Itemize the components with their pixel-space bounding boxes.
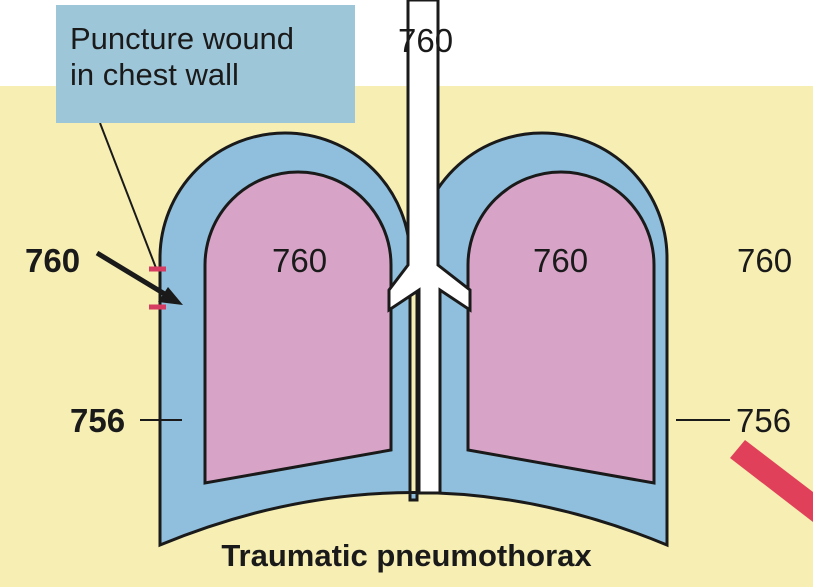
right-lung — [468, 172, 654, 483]
left-pleural-pressure-label: 756 — [70, 402, 125, 439]
left-lung — [205, 172, 391, 483]
left-lung-pressure-label: 760 — [272, 242, 327, 279]
outside-pressure-label: 760 — [737, 242, 792, 279]
right-lung-pressure-label: 760 — [533, 242, 588, 279]
callout-box: Puncture wound in chest wall — [56, 5, 355, 123]
trachea-pressure-label: 760 — [398, 22, 453, 59]
diagram-title: Traumatic pneumothorax — [0, 538, 813, 574]
callout-line-1: Puncture wound — [70, 21, 294, 57]
callout-text: Puncture wound in chest wall — [70, 21, 294, 93]
callout-line-2: in chest wall — [70, 57, 294, 93]
right-pleural-pressure-label: 756 — [736, 402, 791, 439]
entering-air-pressure-label: 760 — [25, 242, 80, 279]
